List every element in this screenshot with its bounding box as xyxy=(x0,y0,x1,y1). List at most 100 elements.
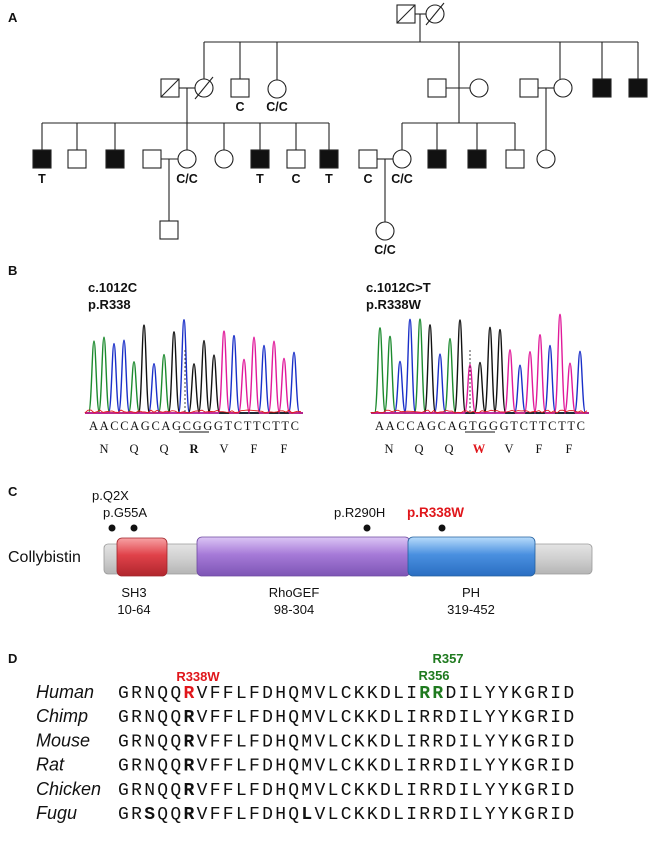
cdna-label: c.1012C>T xyxy=(366,280,431,295)
pedigree-male xyxy=(427,78,447,98)
pedigree-male-affected xyxy=(32,149,52,169)
genotype-label: C xyxy=(291,172,300,186)
species-name: Human xyxy=(36,682,94,702)
pedigree-male-affected xyxy=(628,78,648,98)
conserved-site-label: R356 xyxy=(418,668,449,683)
pedigree-male-affected xyxy=(592,78,612,98)
amino-acid: F xyxy=(566,442,573,456)
domain-name: RhoGEF xyxy=(269,585,320,600)
panel-d-alignment: D R338W R357 R356 HumanChimpMouseRatChic… xyxy=(8,651,574,825)
domain-sh3 xyxy=(116,537,168,577)
cdna-label: c.1012C xyxy=(88,280,138,295)
pedigree-male-affected xyxy=(250,149,270,169)
pedigree-male xyxy=(519,78,539,98)
species-name: Rat xyxy=(36,755,65,775)
domain-name: SH3 xyxy=(121,585,146,600)
pedigree-male-affected xyxy=(467,149,487,169)
variant-marker xyxy=(130,524,138,532)
amino-acid: F xyxy=(251,442,258,456)
amino-acid: F xyxy=(281,442,288,456)
genotype-label: C/C xyxy=(374,243,396,257)
mutation-site-label: R338W xyxy=(176,669,220,684)
genotype-label: T xyxy=(256,172,264,186)
genotype-label: C xyxy=(235,100,244,114)
pedigree-female xyxy=(392,149,412,169)
genotype-label: C/C xyxy=(266,100,288,114)
dna-sequence: AACCAGCAGCGGGTCTTCTTC xyxy=(89,419,299,433)
panel-label-c: C xyxy=(8,484,18,499)
trace-noise xyxy=(370,409,588,414)
pedigree-male-affected xyxy=(105,149,125,169)
pedigree-male-affected xyxy=(319,149,339,169)
pedigree-male xyxy=(230,78,250,98)
genotype-label: T xyxy=(325,172,333,186)
amino-acid: N xyxy=(384,442,393,456)
variant-label: p.G55A xyxy=(103,505,147,520)
species-name: Fugu xyxy=(36,803,77,823)
protein-name: Collybistin xyxy=(8,549,81,566)
genotype-label: C/C xyxy=(391,172,413,186)
amino-acid: W xyxy=(473,442,486,456)
variant-marker xyxy=(108,524,116,532)
trace-noise xyxy=(84,409,302,414)
domain-ph xyxy=(407,536,536,577)
amino-acid: Q xyxy=(129,442,138,456)
pedigree-male xyxy=(505,149,525,169)
pedigree-male xyxy=(142,149,162,169)
amino-acid: R xyxy=(189,442,199,456)
trace-c xyxy=(85,318,303,414)
amino-acid: V xyxy=(504,442,513,456)
species-name: Chicken xyxy=(36,779,101,799)
species-name: Chimp xyxy=(36,706,88,726)
pedigree-male xyxy=(286,149,306,169)
pedigree-female xyxy=(214,149,234,169)
amino-acid: N xyxy=(99,442,108,456)
trace-g xyxy=(371,319,589,414)
domain-rhogef xyxy=(196,536,411,577)
amino-acid: Q xyxy=(414,442,423,456)
amino-acid: F xyxy=(536,442,543,456)
pedigree-female xyxy=(536,149,556,169)
deceased-slash xyxy=(425,2,445,26)
pedigree-male xyxy=(159,220,179,240)
panel-b-chromatograms: B c.1012C p.R338 AACCAGCAGCGGGTCTTCTTC N… xyxy=(8,263,589,456)
dna-sequence: AACCAGCAGTGGGTCTTCTTC xyxy=(375,419,585,433)
amino-acid: V xyxy=(219,442,228,456)
domain-name: PH xyxy=(462,585,480,600)
variant-marker xyxy=(363,524,371,532)
genotype-label: T xyxy=(38,172,46,186)
protein-label: p.R338W xyxy=(366,297,422,312)
pedigree-female xyxy=(553,78,573,98)
panel-label-d: D xyxy=(8,651,17,666)
genotype-label: C/C xyxy=(176,172,198,186)
chromatogram-mutant: c.1012C>T p.R338W AACCAGCAGTGGGTCTTCTTC … xyxy=(366,280,589,456)
panel-a-pedigree: A xyxy=(8,2,648,257)
pedigree-male xyxy=(358,149,378,169)
panel-label-b: B xyxy=(8,263,17,278)
pedigree-male-affected xyxy=(427,149,447,169)
protein-label: p.R338 xyxy=(88,297,131,312)
pedigree-female xyxy=(177,149,197,169)
chromatogram-trace xyxy=(370,313,589,414)
deceased-slash xyxy=(396,4,416,24)
domain-range: 319-452 xyxy=(447,602,495,617)
variant-label: p.R290H xyxy=(334,505,385,520)
panel-c-protein-domains: C p.Q2X p.G55A p.R290H p.R338W Collybist… xyxy=(8,484,593,617)
chromatogram-trace xyxy=(84,318,303,414)
variant-label: p.Q2X xyxy=(92,488,129,503)
domain-range: 10-64 xyxy=(117,602,150,617)
panel-label-a: A xyxy=(8,10,18,25)
species-name: Mouse xyxy=(36,730,90,750)
amino-acid: Q xyxy=(444,442,453,456)
